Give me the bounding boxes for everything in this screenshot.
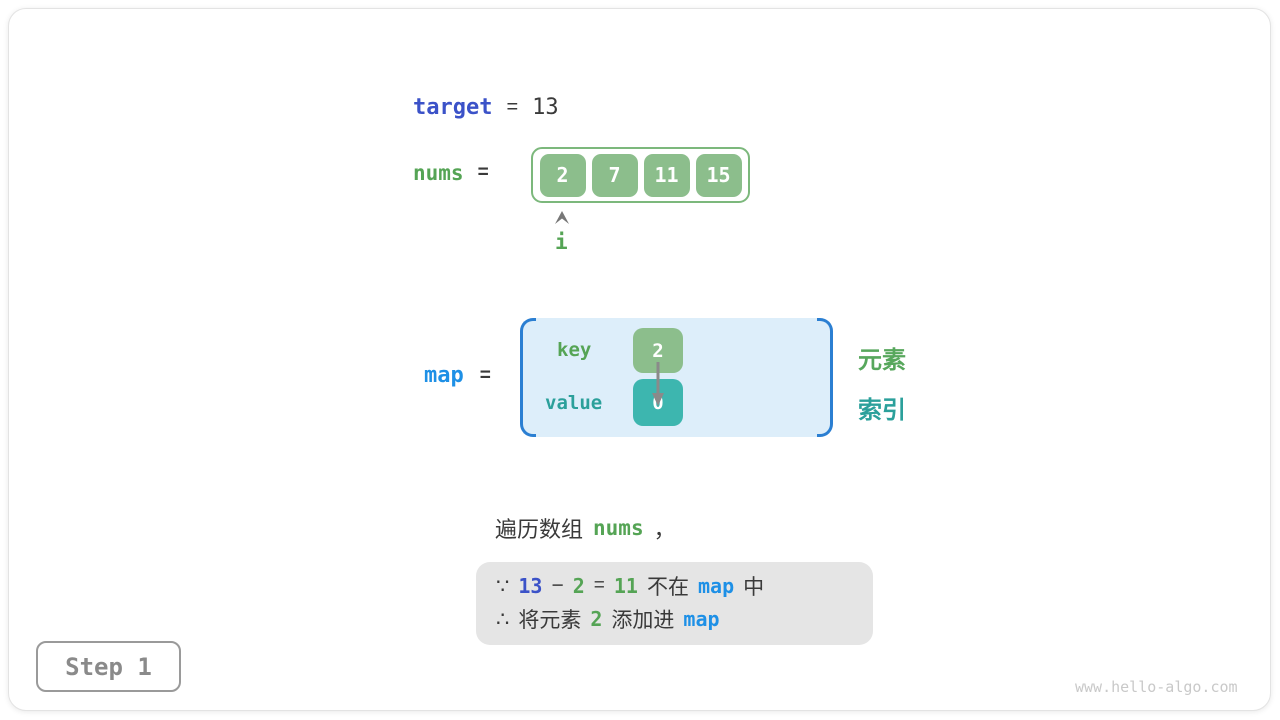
equals-sign: =: [477, 162, 489, 183]
add-element-text: 将元素: [518, 609, 582, 632]
nums-array: 2 7 11 15: [531, 147, 750, 203]
current-number: 2: [572, 574, 585, 598]
map-key-label: key: [557, 339, 592, 361]
target-number: 13: [518, 574, 543, 598]
map-panel: key value 2 0: [520, 318, 833, 437]
minus-sign: −: [551, 574, 564, 597]
because-symbol: ∵: [496, 574, 510, 598]
map-label-row: map =: [424, 363, 491, 388]
step-label: Step 1: [65, 652, 152, 681]
caption-comma: ，: [653, 517, 676, 542]
array-cell-3: 15: [695, 153, 742, 197]
therefore-symbol: ∴: [496, 607, 510, 631]
caption-prefix: 遍历数组: [495, 517, 584, 542]
map-variable: map: [683, 607, 720, 631]
conclusion-line-1: ∵ 13 − 2 = 11 不在 map 中: [496, 571, 873, 601]
map-variable: map: [424, 363, 464, 388]
step-badge: Step 1: [36, 641, 181, 692]
array-cell-1: 7: [591, 153, 638, 197]
nums-variable: nums: [413, 161, 464, 185]
conclusion-box: ∵ 13 − 2 = 11 不在 map 中 ∴ 将元素 2 添加进 map: [476, 562, 873, 645]
open-bracket-icon: [520, 318, 536, 437]
map-value-label: value: [545, 392, 603, 414]
caption-nums-variable: nums: [593, 516, 644, 540]
legend-index-label: 索引: [858, 397, 906, 424]
conclusion-line-2: ∴ 将元素 2 添加进 map: [496, 604, 873, 634]
target-variable: target: [413, 95, 493, 120]
index-pointer-label: i: [555, 230, 568, 254]
key-to-value-arrow-icon: [652, 362, 664, 406]
equals-sign: =: [506, 96, 519, 118]
target-value: 13: [532, 95, 559, 120]
into-text: 添加进: [611, 609, 675, 632]
not-in-text: 不在: [646, 576, 689, 599]
site-watermark: www.hello-algo.com: [1075, 678, 1238, 696]
map-variable: map: [697, 574, 735, 598]
added-number: 2: [590, 607, 603, 631]
array-cell-0: 2: [539, 153, 586, 197]
equals-sign: =: [593, 575, 605, 596]
target-row: target = 13: [413, 95, 559, 120]
up-caret-icon: [555, 211, 569, 224]
difference-number: 11: [613, 574, 638, 598]
caption-row: 遍历数组 nums ，: [495, 512, 676, 544]
equals-sign: =: [479, 364, 491, 386]
nums-label-row: nums =: [413, 161, 489, 185]
close-bracket-icon: [817, 318, 833, 437]
in-suffix-text: 中: [743, 576, 765, 599]
array-cell-2: 11: [643, 153, 690, 197]
legend-element-label: 元素: [858, 347, 906, 374]
